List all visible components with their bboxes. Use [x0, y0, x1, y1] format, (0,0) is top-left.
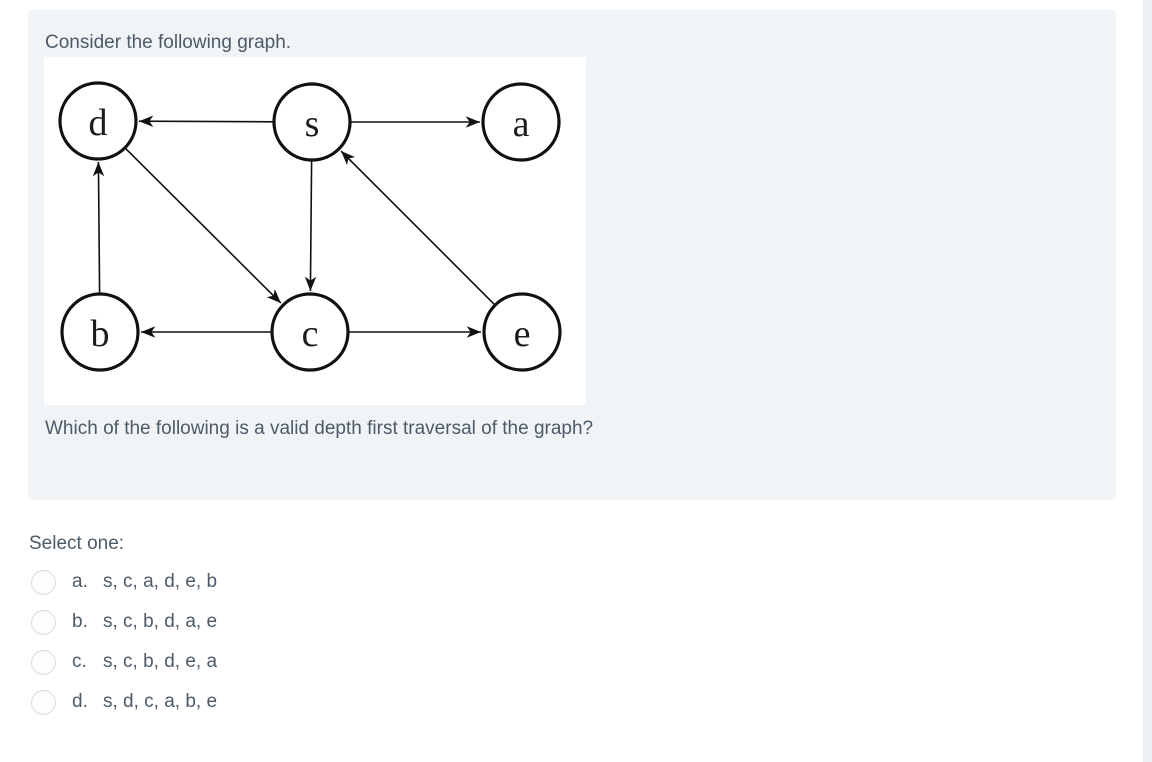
graph-node-s	[272, 82, 352, 162]
graph-edge-e-s	[340, 150, 495, 305]
option-c-letter: c.	[72, 651, 87, 672]
graph-node-b	[60, 292, 140, 372]
question-intro: Consider the following graph.	[45, 32, 292, 53]
graph-edge-s-c	[304, 160, 317, 292]
answer-option-b[interactable]: b. s, c, b, d, a, e	[31, 602, 631, 642]
option-b-radio[interactable]	[31, 609, 56, 635]
graph-image: d s a b c e	[44, 57, 586, 405]
graph-edge-b-d	[92, 161, 105, 294]
graph-node-a	[481, 82, 561, 162]
answer-option-a[interactable]: a. s, c, a, d, e, b	[31, 562, 631, 602]
graph-edge-s-d	[138, 115, 274, 127]
option-a-radio[interactable]	[31, 569, 56, 595]
graph-node-label-d: d	[89, 102, 108, 144]
option-d-radio[interactable]	[31, 689, 56, 715]
question-panel: Consider the following graph. d s a b c e Whi…	[28, 10, 1116, 500]
graph-node-label-b: b	[91, 313, 110, 355]
option-d-text: s, d, c, a, b, e	[103, 691, 218, 712]
option-a-letter: a.	[72, 571, 88, 592]
graph-node-c	[270, 292, 350, 372]
answer-options: a. s, c, a, d, e, b b. s, c, b, d, a, e …	[31, 562, 631, 722]
graph-edge-d-c	[125, 147, 282, 304]
select-one-label: Select one:	[29, 533, 125, 554]
graph-node-label-s: s	[305, 103, 320, 145]
answer-option-c[interactable]: c. s, c, b, d, e, a	[31, 642, 631, 682]
option-b-text: s, c, b, d, a, e	[103, 611, 218, 632]
graph-node-label-c: c	[302, 313, 319, 355]
option-b-letter: b.	[72, 611, 88, 632]
option-c-radio[interactable]	[31, 649, 56, 675]
directed-graph-diagram: d s a b c e	[58, 81, 562, 372]
option-c-text: s, c, b, d, e, a	[103, 651, 218, 672]
option-d-letter: d.	[72, 691, 88, 712]
scrollbar-track[interactable]	[1143, 0, 1152, 762]
graph-node-d	[58, 81, 138, 161]
option-a-text: s, c, a, d, e, b	[103, 571, 218, 592]
graph-node-label-e: e	[514, 313, 531, 355]
question-prompt: Which of the following is a valid depth …	[45, 418, 594, 439]
answer-option-d[interactable]: d. s, d, c, a, b, e	[31, 682, 631, 722]
graph-node-e	[482, 292, 562, 372]
graph-node-label-a: a	[513, 103, 530, 145]
